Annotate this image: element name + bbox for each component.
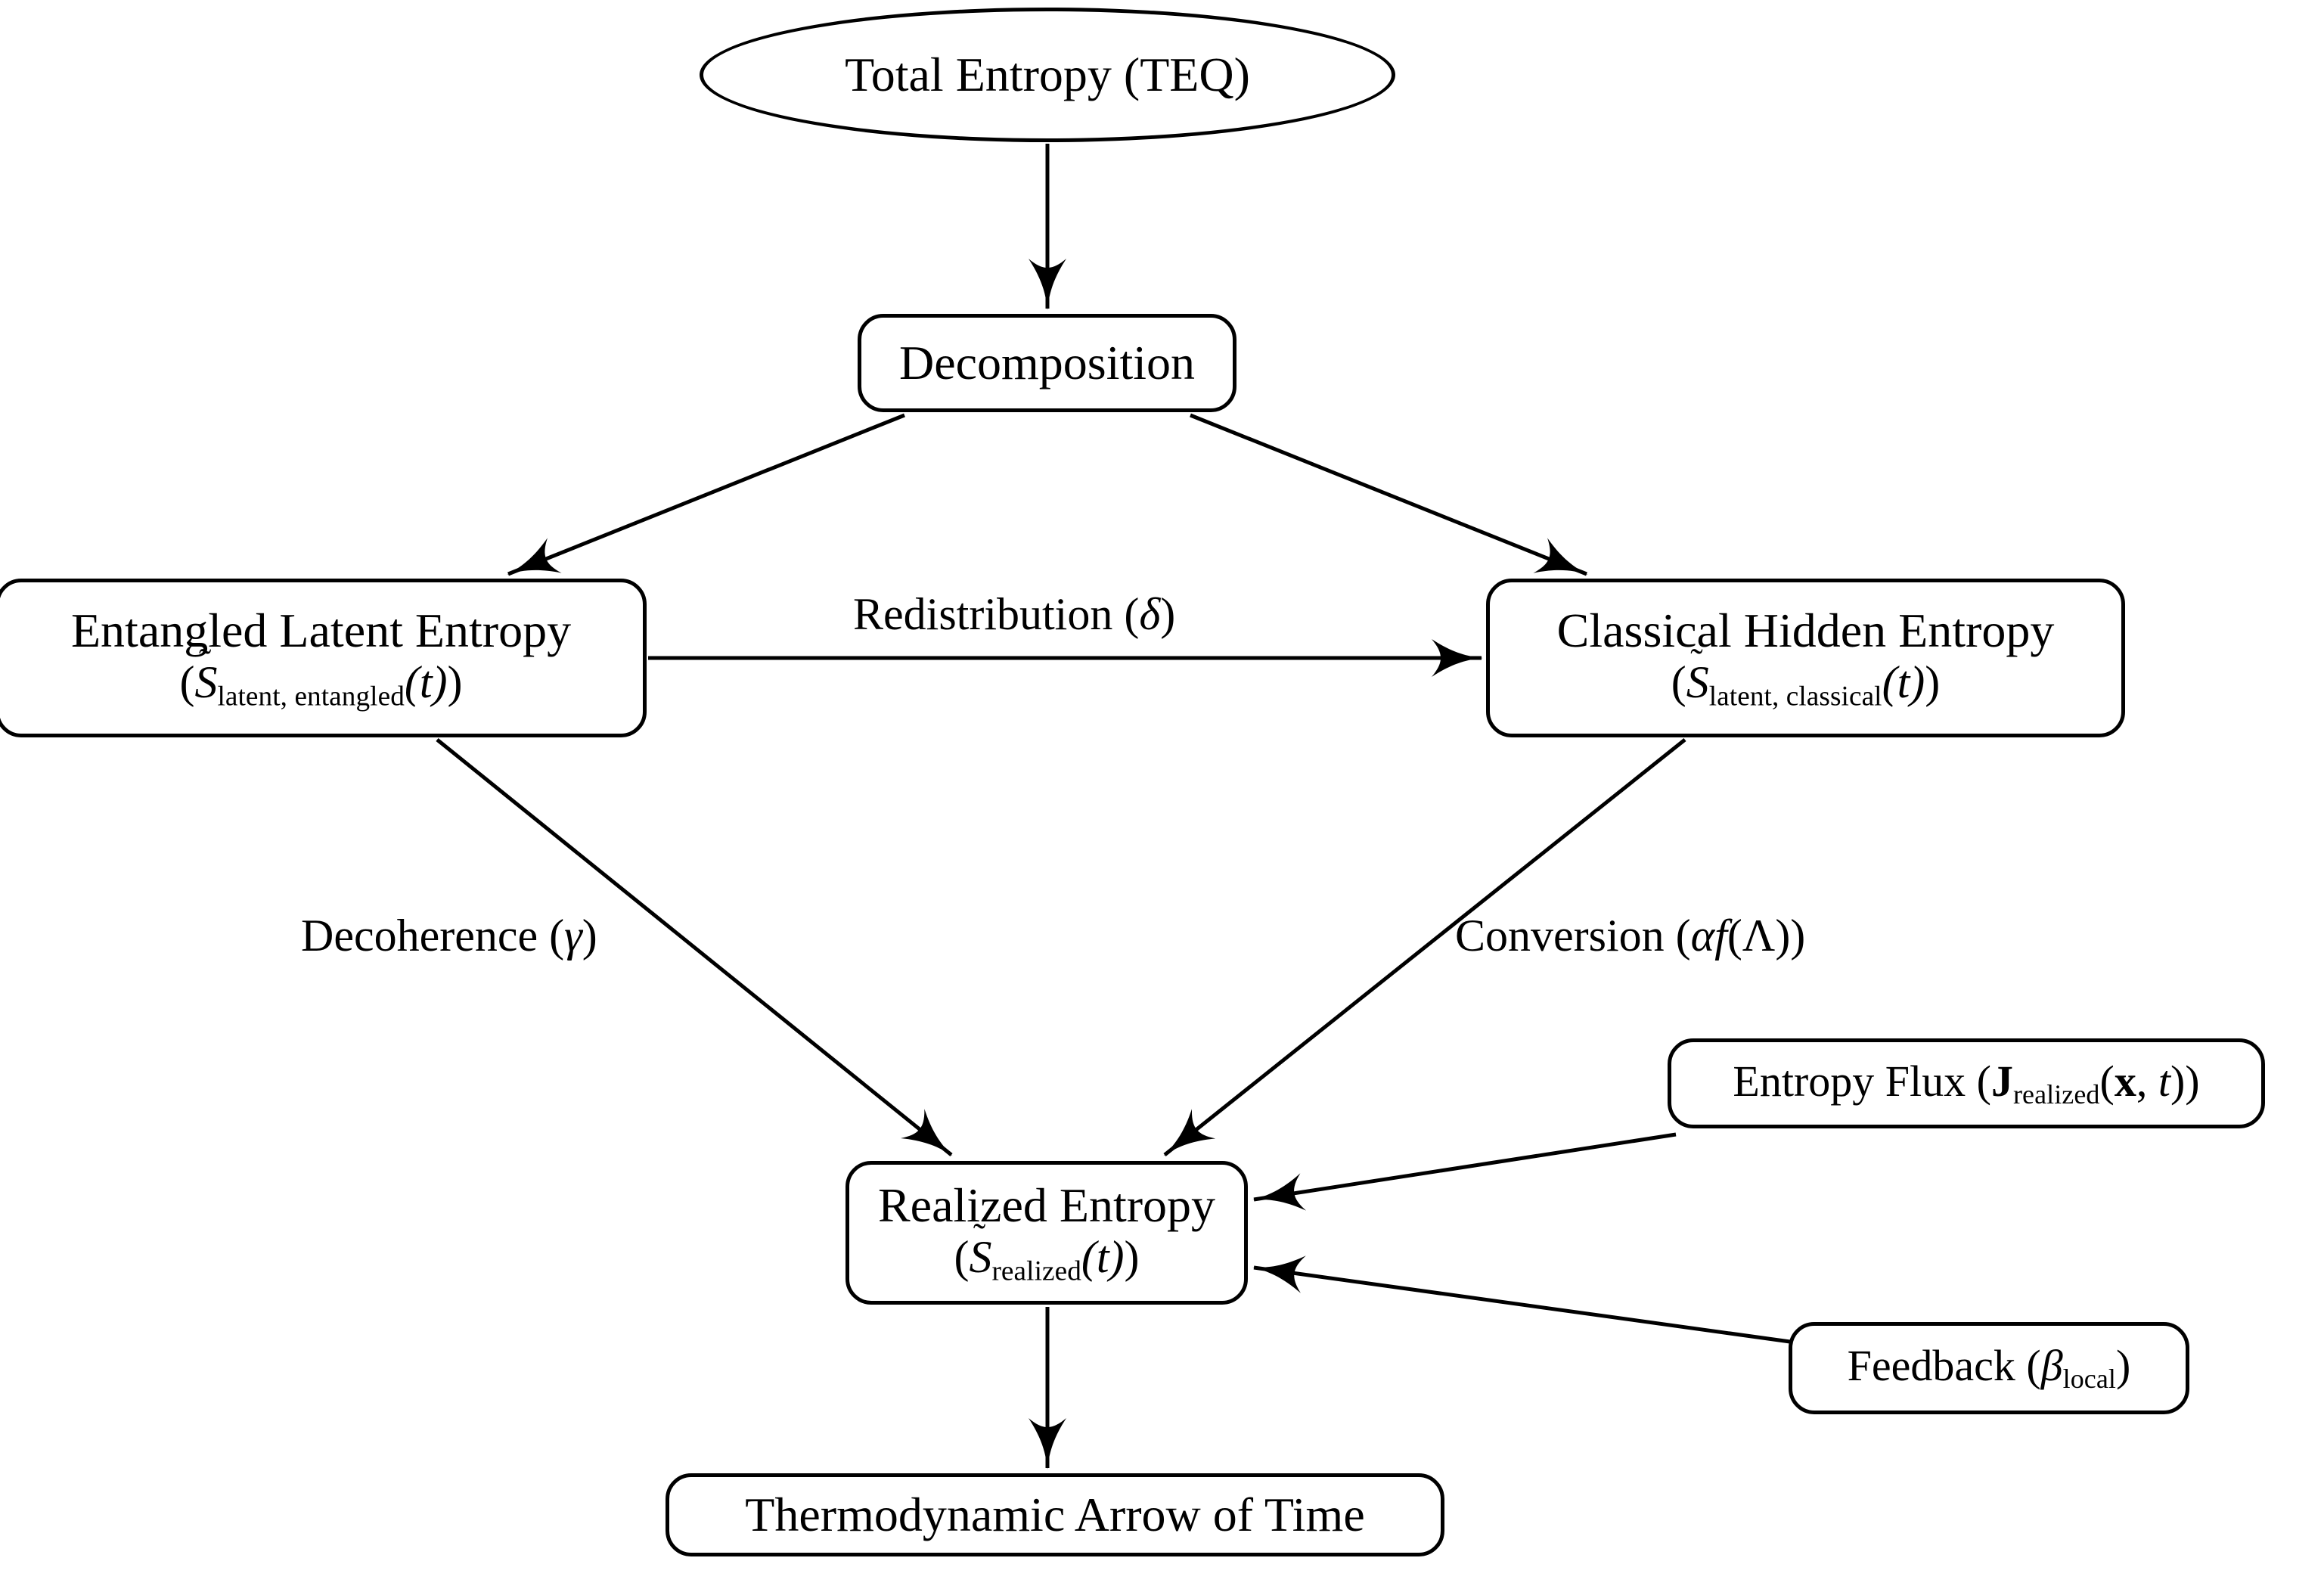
symbol-subscript: local [2062,1364,2116,1395]
symbol-beta: β [2040,1341,2063,1391]
paren-close: ) [447,657,463,708]
node-entangled-latent-entropy[interactable]: Entangled Latent Entropy (˜Slatent, enta… [0,579,647,737]
arg-paren-open: ( [1727,911,1742,961]
symbol-delta: δ [1139,589,1161,639]
paren-open: ( [179,657,195,708]
paren-close: ) [1925,657,1941,708]
arg-paren-close: ) [2170,1056,2186,1106]
arg-separator: , [2136,1056,2158,1106]
tilde-accent: ˜ [198,640,212,682]
edge-label-conversion: Conversion (αf(Λ)) [1455,910,1805,962]
edge-label-redistribution: Redistribution (δ) [853,588,1175,641]
symbol-base-s: S [969,1232,992,1283]
symbol-subscript: latent, classical [1708,681,1882,712]
paren-open: ( [1671,657,1686,708]
conversion-suffix: ) [1790,911,1806,961]
flux-suffix: ) [2185,1056,2200,1106]
symbol-function-f: f [1714,911,1727,961]
node-decomposition-label: Decomposition [898,336,1196,390]
node-classical-hidden-symbol: (˜Slatent, classical(t)) [1671,642,1941,712]
node-total-entropy-label: Total Entropy (TEQ) [845,48,1250,102]
decoherence-suffix: ) [582,911,597,961]
node-feedback[interactable]: Feedback (βlocal) [1789,1322,2189,1414]
node-entangled-latent-symbol: (˜Slatent, entangled(t)) [179,642,463,712]
symbol-argument: (t) [1882,657,1925,708]
node-thermodynamic-arrow-of-time[interactable]: Thermodynamic Arrow of Time [666,1473,1444,1556]
symbol-subscript: latent, entangled [217,681,405,712]
symbol-base-s: S [1686,657,1709,708]
conversion-prefix: Conversion ( [1455,911,1691,961]
edge-decomposition-to-entangled-latent [507,413,905,576]
paren-close: ) [1124,1232,1140,1283]
symbol-subscript: realized [2012,1078,2100,1110]
symbol-gamma: γ [564,911,582,961]
symbol-base-j: J [1990,1056,2013,1106]
redistribution-prefix: Redistribution ( [853,589,1140,639]
node-realized-entropy-symbol: (˜Srealized(t)) [954,1217,1140,1287]
edge-entropy-flux-to-realized [1252,1132,1677,1211]
symbol-alpha: α [1690,911,1715,961]
feedback-prefix: Feedback ( [1847,1341,2041,1391]
node-entropy-flux-label: Entropy Flux (Jrealized(x, t)) [1733,1057,2199,1110]
symbol-vector-x: x [2114,1056,2136,1106]
node-entangled-latent-title: Entangled Latent Entropy [70,603,572,657]
arg-paren-open: ( [2099,1056,2115,1106]
symbol-base-s: S [194,657,218,708]
redistribution-suffix: ) [1160,589,1176,639]
paren-open: ( [954,1232,970,1283]
node-arrow-of-time-label: Thermodynamic Arrow of Time [745,1488,1365,1542]
symbol-time-t: t [2158,1056,2170,1106]
edge-feedback-to-realized [1252,1255,1796,1345]
tilde-accent: ˜ [973,1215,986,1257]
node-entropy-flux[interactable]: Entropy Flux (Jrealized(x, t)) [1668,1038,2265,1128]
node-total-entropy[interactable]: Total Entropy (TEQ) [700,8,1395,142]
symbol-subscript: realized [991,1255,1081,1287]
symbol-lambda: Λ [1742,911,1776,961]
node-decomposition[interactable]: Decomposition [858,314,1236,412]
node-realized-entropy[interactable]: Realized Entropy (˜Srealized(t)) [846,1161,1248,1305]
node-realized-entropy-title: Realized Entropy [877,1178,1216,1232]
symbol-argument: (t) [1081,1232,1125,1283]
tilde-accent: ˜ [1690,640,1703,682]
feedback-suffix: ) [2115,1341,2131,1391]
decoherence-prefix: Decoherence ( [301,911,565,961]
symbol-argument: (t) [404,657,448,708]
arg-paren-close: ) [1775,911,1791,961]
edge-label-decoherence: Decoherence (γ) [301,910,597,962]
edge-decomposition-to-classical-hidden [1190,413,1588,576]
node-feedback-label: Feedback (βlocal) [1847,1341,2131,1395]
flux-prefix: Entropy Flux ( [1733,1056,1991,1106]
node-classical-hidden-title: Classical Hidden Entropy [1556,603,2055,657]
node-classical-hidden-entropy[interactable]: Classical Hidden Entropy (˜Slatent, clas… [1486,579,2125,737]
